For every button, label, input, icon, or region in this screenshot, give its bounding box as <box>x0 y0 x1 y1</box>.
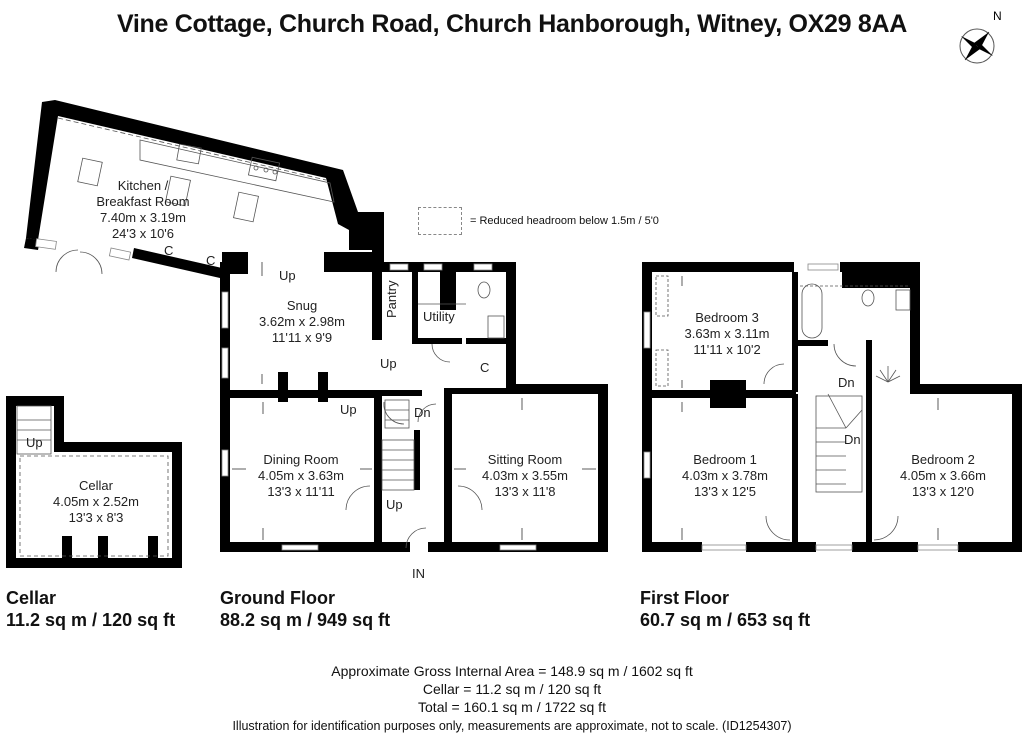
room-name: Dining Room <box>263 452 339 467</box>
stairs-down-marker: Dn <box>838 375 855 390</box>
room-pantry: Pantry <box>384 280 399 318</box>
room-name: Cellar <box>79 478 113 493</box>
room-size-imperial: 13'3 x 12'0 <box>911 484 975 499</box>
room-name: Bedroom 3 <box>695 310 759 325</box>
room-size-metric: 4.05m x 3.63m <box>258 468 344 483</box>
total-area: Total = 160.1 sq m / 1722 sq ft <box>418 699 606 715</box>
floor-area: 11.2 sq m / 120 sq ft <box>6 610 176 630</box>
room-size-imperial: 11'11 x 10'2 <box>693 342 761 357</box>
room-cellar: Cellar 4.05m x 2.52m 13'3 x 8'3 <box>30 478 162 526</box>
stairs-up-marker: Up <box>380 356 397 371</box>
area-summary: Approximate Gross Internal Area = 148.9 … <box>0 662 1024 716</box>
floor-title: Ground Floor <box>220 588 335 608</box>
room-size-imperial: 11'11 x 9'9 <box>271 330 333 345</box>
svg-text:N: N <box>993 9 1002 23</box>
room-name: Bedroom 1 <box>693 452 757 467</box>
room-snug: Snug 3.62m x 2.98m 11'11 x 9'9 <box>240 298 364 346</box>
room-bedroom-1: Bedroom 1 4.03m x 3.78m 13'3 x 12'5 <box>660 452 790 500</box>
room-name: Sitting Room <box>487 452 563 467</box>
room-size-imperial: 13'3 x 11'11 <box>267 484 335 499</box>
room-size-metric: 3.62m x 2.98m <box>259 314 345 329</box>
room-dining: Dining Room 4.05m x 3.63m 13'3 x 11'11 <box>236 452 366 500</box>
stairs-down-marker: Dn <box>844 432 861 447</box>
floor-area: 88.2 sq m / 949 sq ft <box>220 610 391 630</box>
floor-title: First Floor <box>640 588 729 608</box>
legend-text: = Reduced headroom below 1.5m / 5'0 <box>470 215 659 227</box>
room-size-metric: 4.05m x 3.66m <box>900 468 986 483</box>
room-kitchen: Kitchen / Breakfast Room 7.40m x 3.19m 2… <box>58 178 228 242</box>
room-size-metric: 3.63m x 3.11m <box>684 326 770 341</box>
room-sitting: Sitting Room 4.03m x 3.55m 13'3 x 11'8 <box>460 452 590 500</box>
room-name: Kitchen / <box>117 178 169 193</box>
floor-area: 60.7 sq m / 653 sq ft <box>640 610 811 630</box>
room-size-imperial: 13'3 x 12'5 <box>693 484 757 499</box>
room-size-metric: 4.03m x 3.55m <box>482 468 568 483</box>
gross-area: Approximate Gross Internal Area = 148.9 … <box>331 663 693 679</box>
north-compass-icon: N <box>959 9 1002 64</box>
cupboard-marker: C <box>480 360 490 375</box>
room-name: Bedroom 2 <box>911 452 975 467</box>
stairs-up-marker: Up <box>26 435 43 450</box>
room-size-imperial: 13'3 x 11'8 <box>494 484 556 499</box>
cupboard-marker: C <box>206 253 216 268</box>
room-utility: Utility <box>423 309 455 324</box>
floor-ground: Ground Floor 88.2 sq m / 949 sq ft <box>220 587 390 631</box>
headroom-legend: = Reduced headroom below 1.5m / 5'0 <box>418 207 659 235</box>
room-size-metric: 7.40m x 3.19m <box>100 210 186 225</box>
stairs-up-marker: Up <box>279 268 296 283</box>
property-title: Vine Cottage, Church Road, Church Hanbor… <box>116 10 908 38</box>
room-size-imperial: 24'3 x 10'6 <box>111 226 175 241</box>
room-bedroom-3: Bedroom 3 3.63m x 3.11m 11'11 x 10'2 <box>666 310 788 358</box>
stairs-down-marker: Dn <box>414 405 431 420</box>
stairs-up-marker: Up <box>386 497 403 512</box>
entrance-marker: IN <box>412 566 425 581</box>
room-bedroom-2: Bedroom 2 4.05m x 3.66m 13'3 x 12'0 <box>878 452 1008 500</box>
floor-cellar: Cellar 11.2 sq m / 120 sq ft <box>6 587 175 631</box>
dashed-box-icon <box>418 207 462 235</box>
room-size-metric: 4.05m x 2.52m <box>53 494 139 509</box>
floor-first: First Floor 60.7 sq m / 653 sq ft <box>640 587 810 631</box>
room-size-imperial: 13'3 x 8'3 <box>68 510 124 525</box>
room-name: Breakfast Room <box>96 194 190 209</box>
cupboard-marker: C <box>164 243 174 258</box>
floor-title: Cellar <box>6 588 57 608</box>
stairs-up-marker: Up <box>340 402 357 417</box>
room-name: Snug <box>286 298 318 313</box>
disclaimer: Illustration for identification purposes… <box>232 719 792 733</box>
cellar-area: Cellar = 11.2 sq m / 120 sq ft <box>422 681 602 697</box>
room-size-metric: 4.03m x 3.78m <box>682 468 768 483</box>
